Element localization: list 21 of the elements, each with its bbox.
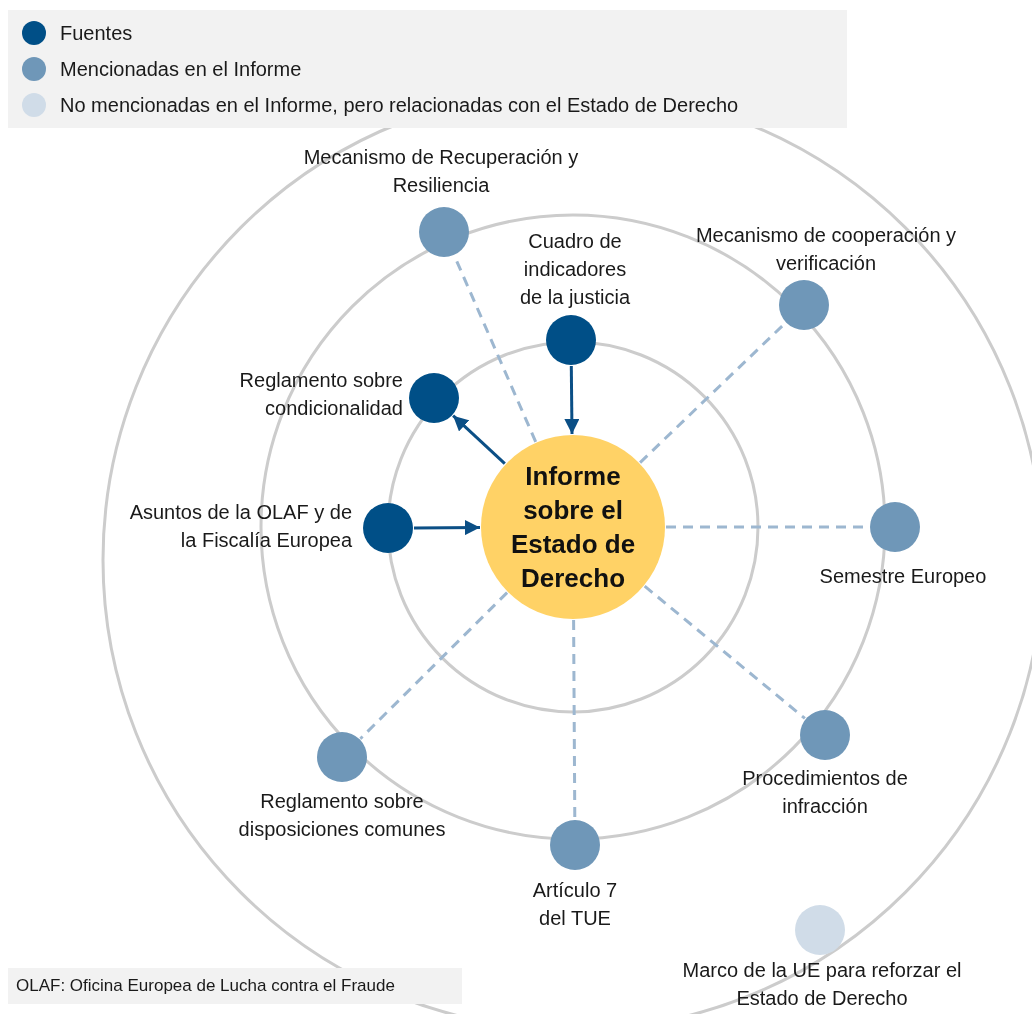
dashed-line xyxy=(572,620,577,819)
node-label: Artículo 7 del TUE xyxy=(531,878,619,931)
node-label: Asuntos de la OLAF y de la Fiscalía Europea xyxy=(128,500,352,553)
dashed-line xyxy=(643,585,806,720)
node-title: Informe sobre el Estado de Derecho xyxy=(509,460,637,595)
node-label: Reglamento sobre condicionalidad xyxy=(238,368,403,421)
arrow xyxy=(414,520,480,536)
node-label: Marco de la UE para reforzar el Estado de Derecho xyxy=(681,958,963,1011)
node-label: Mecanismo de Recuperación y Resiliencia xyxy=(302,145,580,198)
node-label: Semestre Europeo xyxy=(818,564,988,589)
legend-label: Fuentes xyxy=(60,21,133,45)
legend-label: Mencionadas en el Informe xyxy=(60,57,302,81)
node-label: Cuadro de indicadores de la justicia xyxy=(518,229,632,310)
arrow xyxy=(564,366,580,434)
arrow xyxy=(452,414,506,465)
node-label: Procedimientos de infracción xyxy=(741,766,909,819)
node-label: Reglamento sobre disposiciones comunes xyxy=(237,789,447,842)
legend-label: No mencionadas en el Informe, pero relacionadas con el Estado de Derecho xyxy=(60,93,739,117)
dashed-line xyxy=(359,591,509,740)
node-label: Mecanismo de cooperación y verificación xyxy=(694,223,958,276)
footnote: OLAF: Oficina Europea de Lucha contra el Fraude xyxy=(8,968,462,1004)
